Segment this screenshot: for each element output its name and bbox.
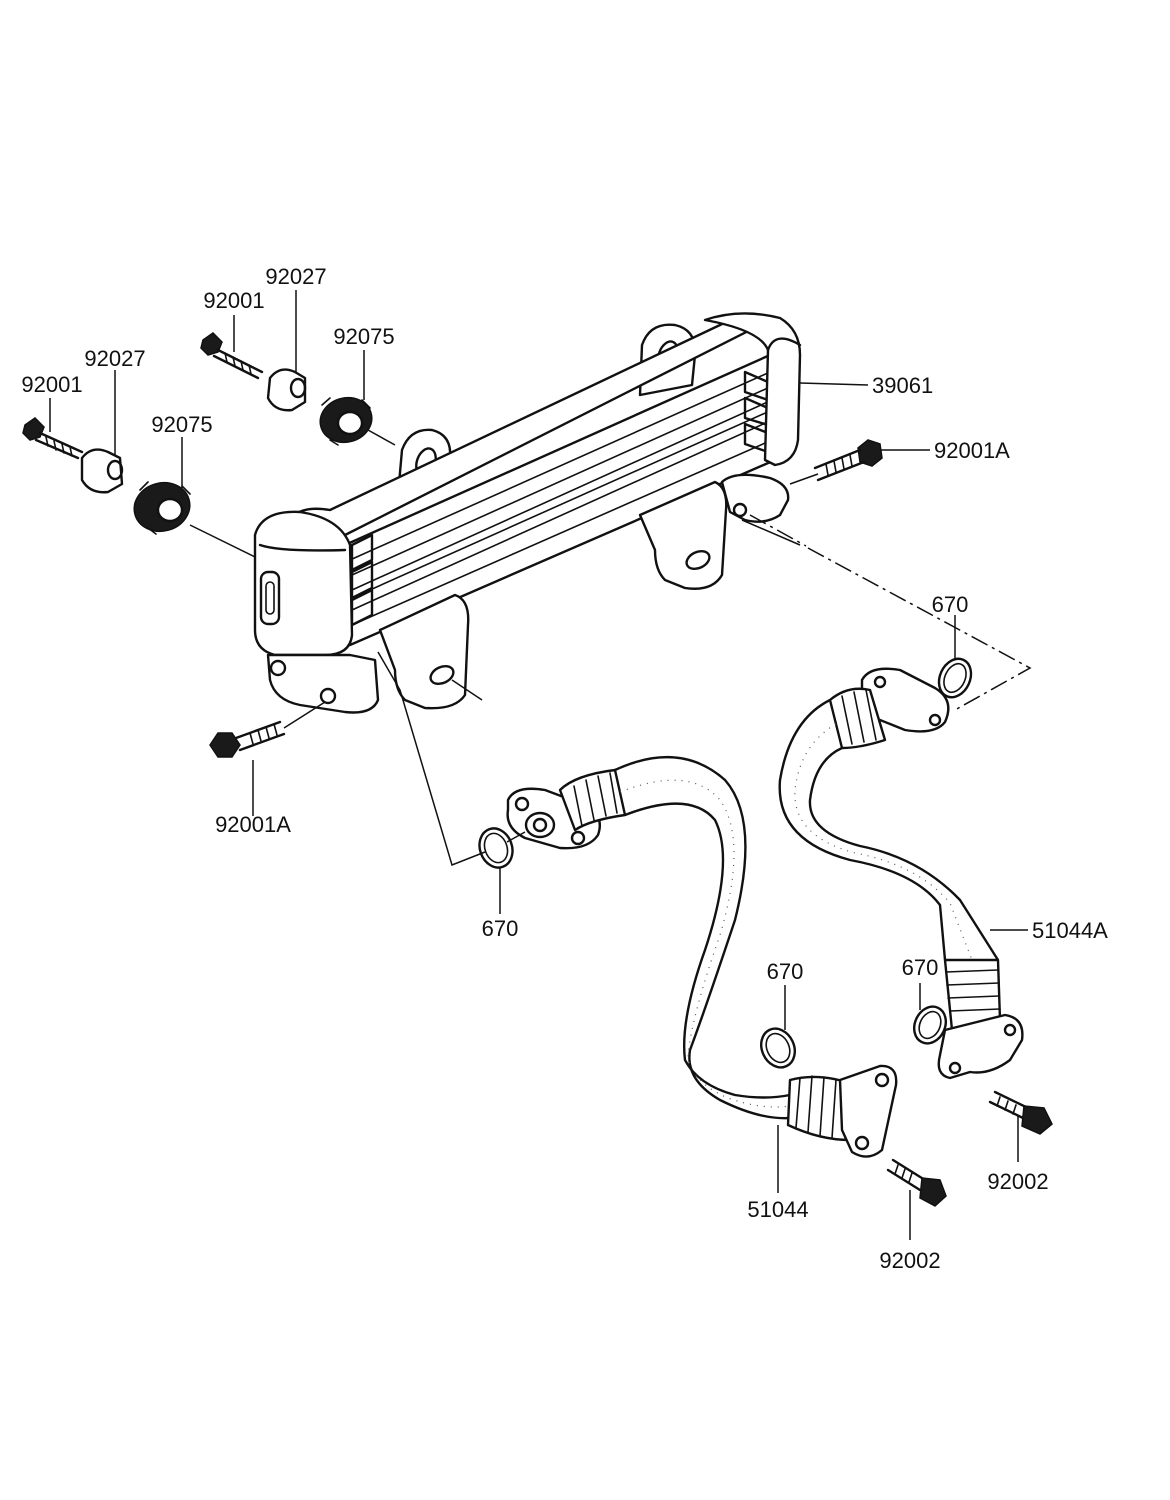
oring-670-left xyxy=(478,827,514,869)
bolt-92001-upper xyxy=(200,332,264,380)
bolt-92001a-left xyxy=(209,720,286,758)
hose-51044a-right xyxy=(778,667,1024,1080)
label-51044a: 51044A xyxy=(1032,918,1108,943)
part-labels: 92001 92027 92075 92001 92027 92075 3906… xyxy=(21,264,1108,1273)
label-670-lower-right: 670 xyxy=(902,955,939,980)
oring-670-lower-right xyxy=(913,1005,947,1045)
leader-lines xyxy=(49,290,1032,1240)
label-92075-left: 92075 xyxy=(151,412,212,437)
oil-cooler-39061 xyxy=(253,312,802,714)
grommet-92075-left xyxy=(133,481,191,535)
label-92001a-left: 92001A xyxy=(215,812,291,837)
label-92075-upper: 92075 xyxy=(333,324,394,349)
label-92027-left: 92027 xyxy=(84,346,145,371)
label-92001a-right: 92001A xyxy=(934,438,1010,463)
oring-670-upper-right xyxy=(937,657,973,699)
label-92001-upper: 92001 xyxy=(203,288,264,313)
label-92002-mid: 92002 xyxy=(879,1248,940,1273)
bolt-92001a-right xyxy=(813,439,883,482)
hose-51044-left xyxy=(506,755,898,1158)
grommet-92075-upper xyxy=(319,396,373,446)
collar-92027-upper xyxy=(266,368,307,412)
label-670-upper-right: 670 xyxy=(932,592,969,617)
bolt-92001-left xyxy=(22,417,84,460)
label-92002-right: 92002 xyxy=(987,1169,1048,1194)
label-670-lower-mid: 670 xyxy=(767,959,804,984)
oring-670-lower-mid xyxy=(760,1027,796,1069)
collar-92027-left xyxy=(80,448,124,494)
label-39061: 39061 xyxy=(872,373,933,398)
screw-92002-mid xyxy=(886,1158,947,1207)
screw-92002-right xyxy=(988,1090,1053,1135)
label-92027-upper: 92027 xyxy=(265,264,326,289)
label-670-left: 670 xyxy=(482,916,519,941)
label-51044: 51044 xyxy=(747,1197,808,1222)
label-92001-left: 92001 xyxy=(21,372,82,397)
